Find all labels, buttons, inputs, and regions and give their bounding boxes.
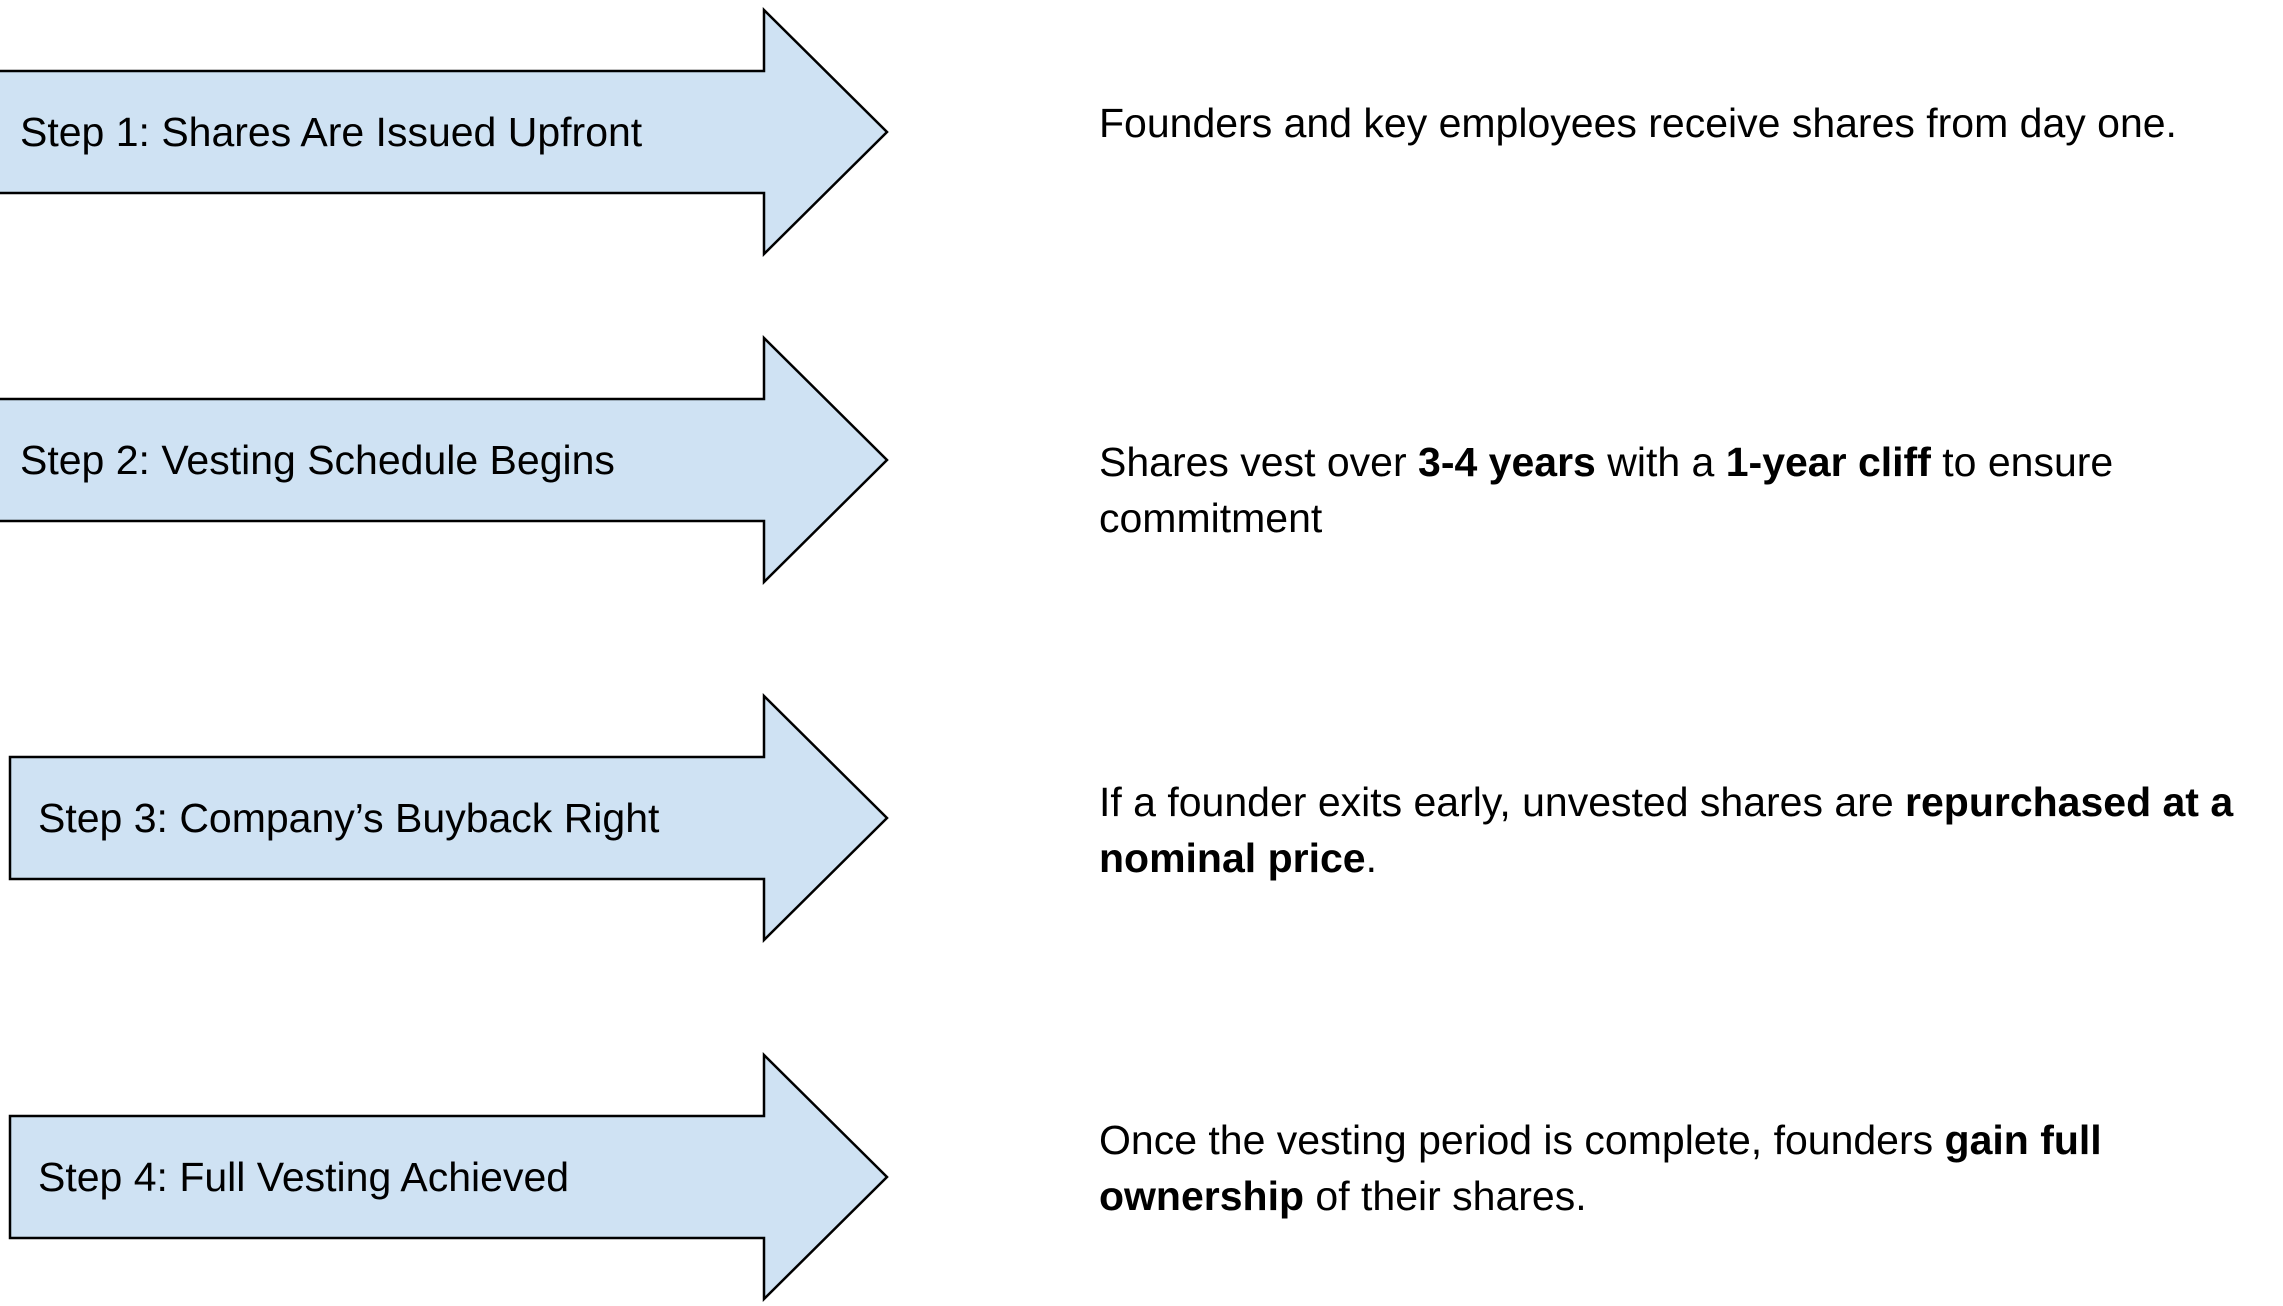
step-4-arrow <box>8 1051 889 1303</box>
desc-text: If a founder exits early, unvested share… <box>1099 779 1906 825</box>
step-3-label: Step 3: Company’s Buyback Right <box>38 795 660 841</box>
step-1-label: Step 1: Shares Are Issued Upfront <box>20 109 643 155</box>
step-1-description: Founders and key employees receive share… <box>1099 95 2283 151</box>
step-3-arrow <box>8 692 889 944</box>
desc-text: to ensure commitment <box>1099 439 2114 541</box>
desc-text: with a <box>1595 439 1726 485</box>
desc-text: of their shares. <box>1304 1173 1587 1219</box>
desc-text: Once the vesting period is complete, fou… <box>1099 1117 1945 1163</box>
step-3-description: If a founder exits early, unvested share… <box>1099 774 2283 886</box>
step-2-description: Shares vest over 3-4 years with a 1-year… <box>1099 434 2283 546</box>
desc-bold-text: gain full ownership <box>1099 1117 2102 1219</box>
desc-bold-text: repurchased at a nominal price <box>1099 779 2234 881</box>
step-4-description: Once the vesting period is complete, fou… <box>1099 1112 2283 1224</box>
desc-text: Founders and key employees receive share… <box>1099 100 2177 146</box>
desc-text: . <box>1365 835 1377 881</box>
step-2-arrow <box>0 334 889 586</box>
step-4-label: Step 4: Full Vesting Achieved <box>38 1154 570 1200</box>
desc-bold-text: 1-year cliff <box>1725 439 1931 485</box>
step-1-arrow <box>0 6 889 258</box>
step-2-label: Step 2: Vesting Schedule Begins <box>20 437 615 483</box>
desc-bold-text: 3-4 years <box>1418 439 1596 485</box>
desc-text: Shares vest over <box>1099 439 1419 485</box>
